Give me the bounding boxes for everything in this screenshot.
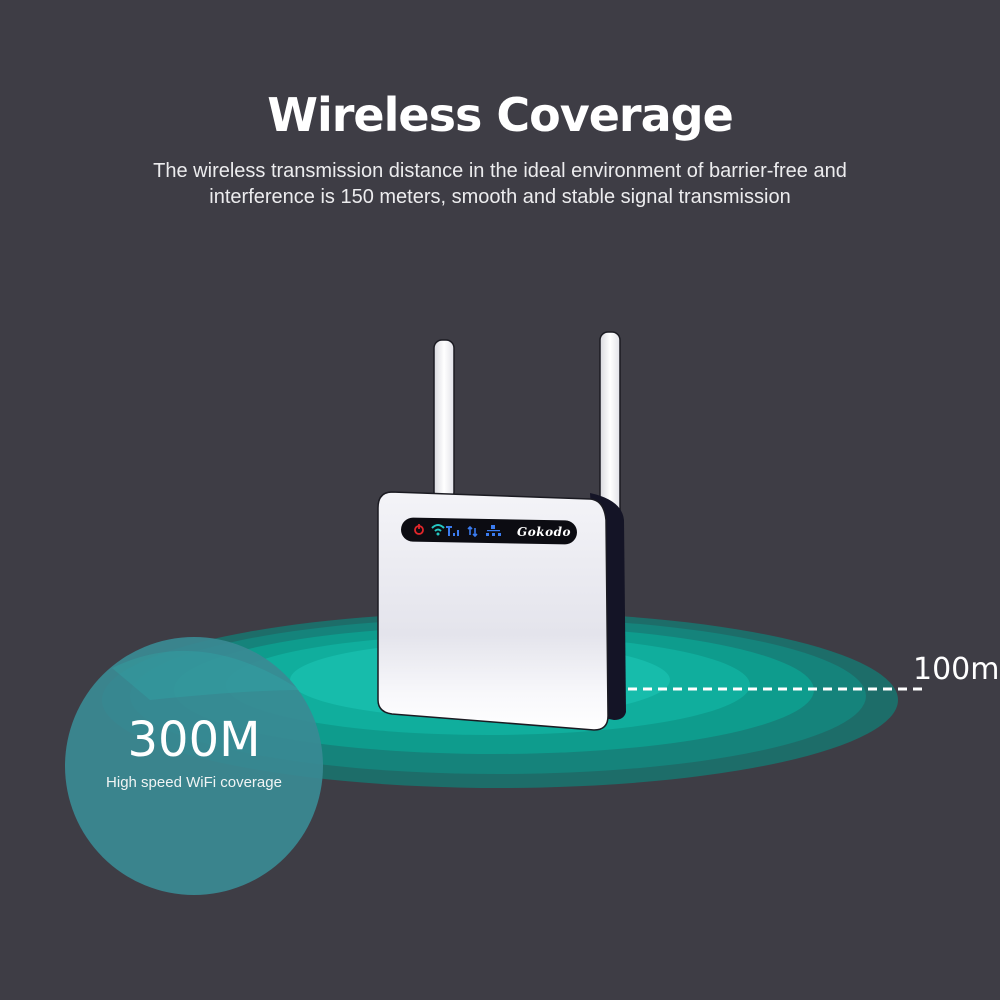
brand-logo: Gokodo: [517, 525, 571, 539]
badge-highlight: [112, 650, 300, 700]
wifi-led-icon: [431, 524, 445, 536]
speed-caption: High speed WiFi coverage: [106, 774, 282, 791]
page-subtitle: The wireless transmission distance in th…: [153, 160, 847, 208]
power-led-icon: [414, 524, 424, 535]
distance-label: 100m: [913, 652, 1000, 687]
router-front: [377, 491, 609, 731]
page-title: Wireless Coverage: [267, 88, 734, 142]
lan-led-icon: [486, 525, 501, 536]
signal-led-icon: [446, 526, 459, 536]
right-antenna: [599, 331, 621, 523]
router-device: [377, 331, 626, 731]
speed-value: 300M: [127, 712, 261, 768]
speed-badge-text: 300M High speed WiFi coverage: [66, 712, 322, 794]
speed-badge: [65, 637, 323, 895]
data-transfer-led-icon: [467, 525, 478, 538]
left-antenna: [433, 339, 455, 501]
